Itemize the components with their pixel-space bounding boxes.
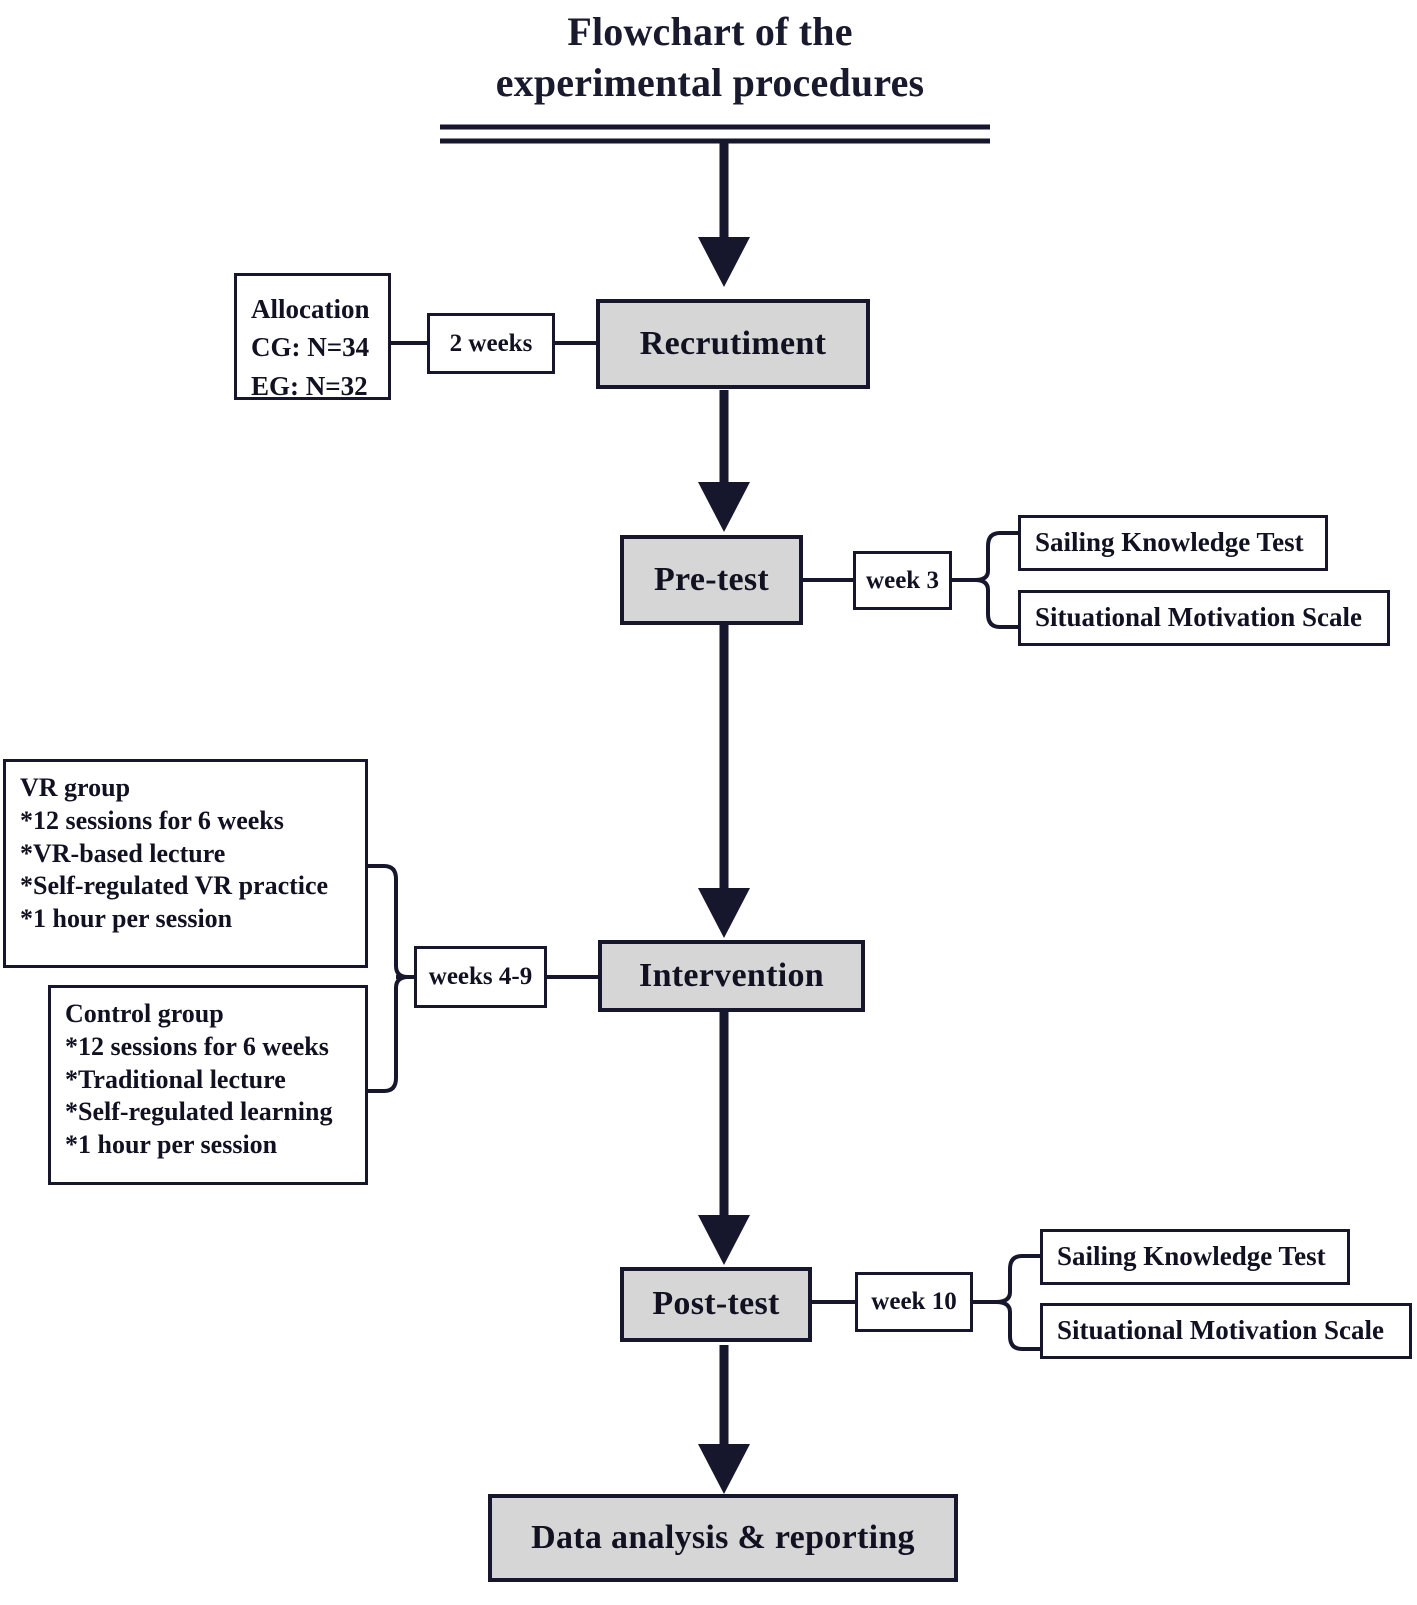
- vr-group-header: VR group: [20, 773, 131, 802]
- timing-intervention[interactable]: weeks 4-9: [414, 946, 547, 1008]
- arrow-recruitment-to-pretest: [698, 390, 750, 532]
- page-title-line-1: Flowchart of the: [567, 9, 853, 54]
- stage-posttest[interactable]: Post-test: [620, 1267, 812, 1342]
- allocation-cg: CG: N=34: [251, 332, 370, 363]
- arrow-intervention-to-posttest: [698, 1010, 750, 1265]
- page-title: Flowchart of the experimental procedures: [330, 6, 1090, 108]
- brace-pretest-measures: [952, 531, 1018, 629]
- arrow-title-to-recruitment: [698, 141, 750, 287]
- pretest-measure-situational-motivation-scale[interactable]: Situational Motivation Scale: [1018, 590, 1390, 646]
- allocation-header: Allocation: [251, 294, 370, 324]
- vr-group-item-2: *Self-regulated VR practice: [20, 871, 329, 901]
- pretest-measure-sailing-knowledge-test[interactable]: Sailing Knowledge Test: [1018, 515, 1328, 571]
- control-group-header: Control group: [65, 999, 224, 1028]
- posttest-measure-sailing-knowledge-test[interactable]: Sailing Knowledge Test: [1040, 1229, 1350, 1285]
- stage-pretest[interactable]: Pre-test: [620, 535, 803, 625]
- timing-pretest[interactable]: week 3: [853, 551, 952, 610]
- brace-groups-to-weeks: [368, 864, 414, 1093]
- title-double-rule: [440, 124, 990, 144]
- allocation-box[interactable]: Allocation CG: N=34 EG: N=32: [234, 273, 391, 401]
- page-title-line-2: experimental procedures: [495, 60, 925, 106]
- vr-group-box[interactable]: VR group *12 sessions for 6 weeks *VR-ba…: [3, 759, 368, 968]
- control-group-item-0: *12 sessions for 6 weeks: [65, 1031, 329, 1061]
- vr-group-item-1: *VR-based lecture: [20, 838, 226, 868]
- stage-recruitment[interactable]: Recrutiment: [596, 299, 870, 389]
- vr-group-item-3: *1 hour per session: [20, 904, 233, 933]
- control-group-item-2: *Self-regulated learning: [65, 1097, 333, 1127]
- brace-posttest-measures: [973, 1254, 1040, 1351]
- timing-posttest[interactable]: week 10: [855, 1272, 973, 1332]
- posttest-measure-situational-motivation-scale[interactable]: Situational Motivation Scale: [1040, 1303, 1412, 1359]
- vr-group-item-0: *12 sessions for 6 weeks: [20, 805, 284, 835]
- timing-recruitment[interactable]: 2 weeks: [427, 313, 555, 374]
- arrow-posttest-to-final: [698, 1345, 750, 1494]
- stage-intervention[interactable]: Intervention: [598, 940, 865, 1012]
- control-group-item-1: *Traditional lecture: [65, 1064, 286, 1094]
- control-group-box[interactable]: Control group *12 sessions for 6 weeks *…: [48, 985, 368, 1185]
- stage-final-report[interactable]: Data analysis & reporting: [488, 1494, 958, 1582]
- control-group-item-3: *1 hour per session: [65, 1130, 278, 1159]
- allocation-eg: EG: N=32: [251, 370, 368, 401]
- arrow-pretest-to-intervention: [698, 625, 750, 938]
